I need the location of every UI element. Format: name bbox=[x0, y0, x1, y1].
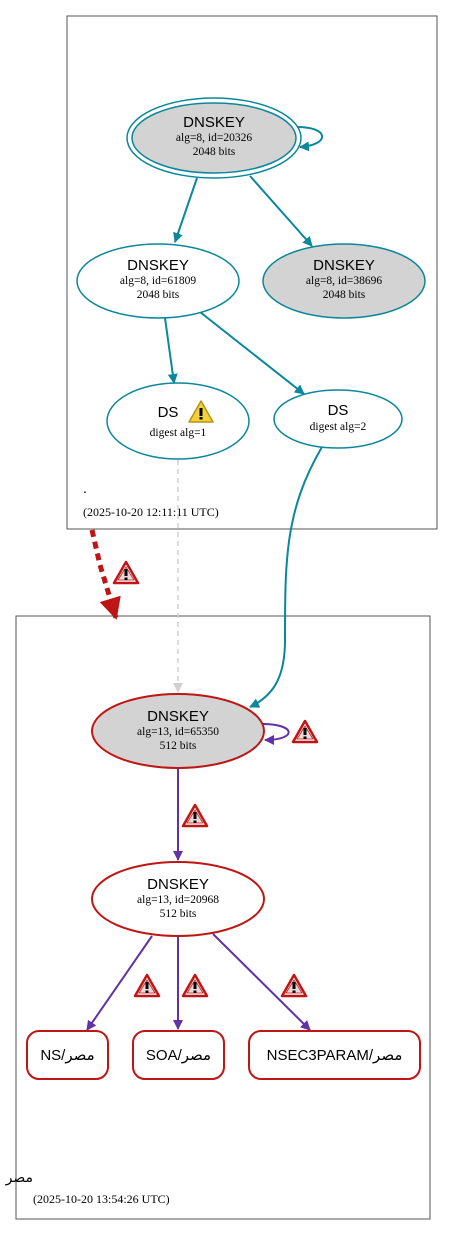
node-title: DNSKEY bbox=[313, 257, 375, 274]
node-line2: 512 bits bbox=[160, 908, 197, 920]
node-root-key3[interactable]: DNSKEY alg=8, id=38696 2048 bits bbox=[262, 243, 426, 319]
error-icon bbox=[280, 973, 308, 998]
zone-masr-border bbox=[15, 615, 431, 1220]
edge-root-ksk-self bbox=[296, 126, 324, 152]
node-line1: alg=8, id=61809 bbox=[120, 275, 196, 287]
node-line1: alg=13, id=20968 bbox=[137, 894, 219, 906]
node-masr-zsk[interactable]: DNSKEY alg=13, id=20968 512 bits bbox=[91, 861, 265, 937]
node-label: NSEC3PARAM/مصر bbox=[267, 1047, 403, 1064]
edge-ds2-to-masr-ksk bbox=[249, 446, 323, 708]
zone-masr-name: مصر bbox=[5, 1169, 33, 1186]
zone-root-border bbox=[66, 15, 438, 530]
edge-masr-ksk-self bbox=[261, 723, 290, 745]
edge-root-zsk-to-ds2 bbox=[199, 311, 305, 395]
node-title: DS bbox=[158, 404, 179, 421]
node-rr-ns[interactable]: NS/مصر bbox=[26, 1030, 109, 1080]
node-root-zsk[interactable]: DNSKEY alg=8, id=61809 2048 bits bbox=[76, 243, 240, 319]
node-line2: 512 bits bbox=[160, 740, 197, 752]
node-title: DNSKEY bbox=[183, 114, 245, 131]
node-line2: 2048 bits bbox=[137, 289, 180, 301]
error-icon bbox=[291, 719, 319, 744]
zone-root-timestamp: (2025-10-20 12:11:11 UTC) bbox=[83, 505, 219, 519]
node-ds-digest2[interactable]: DS digest alg=2 bbox=[273, 389, 403, 449]
node-rr-soa[interactable]: SOA/مصر bbox=[132, 1030, 225, 1080]
zone-root-name: . bbox=[83, 480, 87, 496]
edge-zsk-to-nsec3param bbox=[212, 933, 311, 1031]
node-masr-ksk[interactable]: DNSKEY alg=13, id=65350 512 bits bbox=[91, 693, 265, 769]
node-line1: alg=8, id=20326 bbox=[176, 132, 252, 144]
edge-root-ksk-to-key3 bbox=[249, 175, 313, 247]
node-rr-nsec3param[interactable]: NSEC3PARAM/مصر bbox=[248, 1030, 421, 1080]
node-line2: 2048 bits bbox=[323, 289, 366, 301]
node-title: DS bbox=[328, 402, 349, 419]
node-ds-digest1[interactable]: DS digest alg=1 bbox=[106, 382, 250, 460]
node-line1: alg=13, id=65350 bbox=[137, 726, 219, 738]
edge-root-zsk-to-ds1 bbox=[164, 317, 178, 384]
edge-insecure-delegation bbox=[89, 529, 121, 620]
node-line1: alg=8, id=38696 bbox=[306, 275, 382, 287]
error-icon bbox=[181, 803, 209, 828]
node-root-ksk[interactable]: DNSKEY alg=8, id=20326 2048 bits bbox=[126, 97, 302, 179]
node-line2: 2048 bits bbox=[193, 146, 236, 158]
zone-root: . (2025-10-20 12:11:11 UTC) bbox=[66, 15, 438, 530]
zone-masr-timestamp: (2025-10-20 13:54:26 UTC) bbox=[33, 1192, 170, 1206]
edges bbox=[86, 126, 324, 1031]
zone-masr: مصر (2025-10-20 13:54:26 UTC) bbox=[5, 615, 431, 1220]
edge-zsk-to-ns bbox=[86, 935, 153, 1031]
error-icon bbox=[112, 560, 140, 585]
node-line1: digest alg=2 bbox=[310, 421, 367, 433]
edge-root-ksk-to-zsk bbox=[173, 177, 198, 243]
node-line1: digest alg=1 bbox=[150, 427, 207, 439]
error-icon bbox=[181, 973, 209, 998]
node-title: DNSKEY bbox=[147, 708, 209, 725]
node-label: SOA/مصر bbox=[146, 1047, 211, 1064]
error-icon bbox=[133, 973, 161, 998]
node-title: DNSKEY bbox=[147, 876, 209, 893]
node-label: NS/مصر bbox=[40, 1047, 94, 1064]
node-title: DNSKEY bbox=[127, 257, 189, 274]
